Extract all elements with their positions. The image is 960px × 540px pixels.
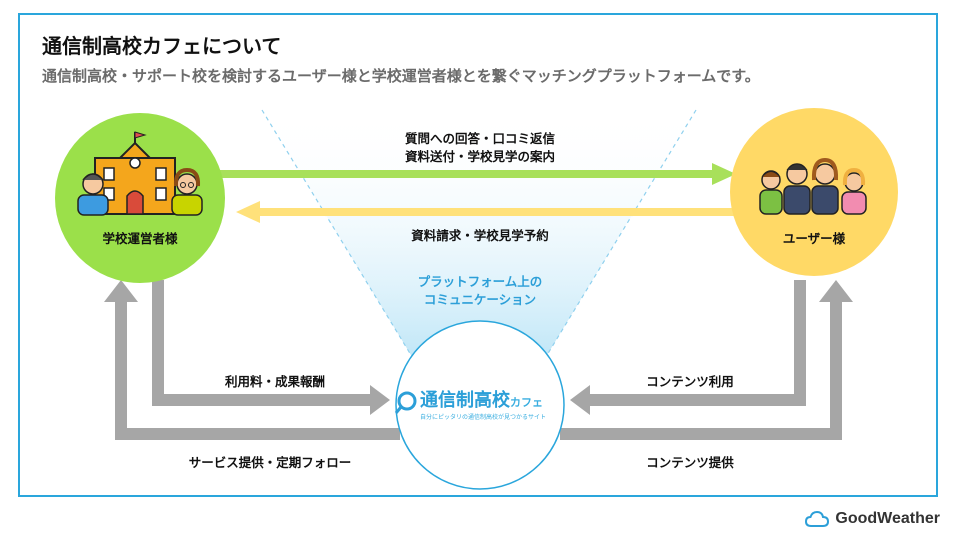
center-logo-text: 通信制高校カフェ xyxy=(420,390,543,411)
school-node-label: 学校運営者様 xyxy=(102,231,178,246)
content-frame xyxy=(18,13,938,497)
user-to-school-label: 資料請求・学校見学予約 xyxy=(411,228,549,243)
teacher-woman-icon xyxy=(171,167,203,216)
funnel-edge-right xyxy=(543,109,697,361)
user-to-center-label: コンテンツ利用 xyxy=(646,374,734,389)
school-building-icon xyxy=(94,131,176,215)
cloud-icon xyxy=(805,510,830,527)
center-node-circle xyxy=(395,320,565,490)
platform-communication-label: プラットフォーム上の コミュニケーション xyxy=(417,274,543,307)
arrow-school-to-center xyxy=(152,280,390,415)
gray-flows xyxy=(104,280,853,440)
center-logo-kana: カフェ xyxy=(510,396,543,409)
users-group-icon xyxy=(759,157,867,215)
arrow-center-to-user xyxy=(560,280,853,440)
arrow-center-to-school xyxy=(104,280,400,440)
brand-logo: GoodWeather xyxy=(805,510,940,528)
arrow-user-to-school xyxy=(236,201,740,223)
funnel-edge-left xyxy=(261,109,415,361)
school-to-center-label: 利用料・成果報酬 xyxy=(224,374,325,389)
teacher-man-icon xyxy=(77,173,109,216)
center-to-school-label: サービス提供・定期フォロー xyxy=(188,455,352,470)
school-to-user-label: 質問への回答・口コミ返信 資料送付・学校見学の案内 xyxy=(404,131,555,164)
magnifier-logo-icon xyxy=(394,391,417,414)
center-logo-tagline: 自分にピッタリの通信制高校が見つかるサイト xyxy=(420,414,547,421)
page-title: 通信制高校カフェについて xyxy=(42,34,282,58)
brand-name: GoodWeather xyxy=(835,510,940,527)
arrow-user-to-center xyxy=(570,280,806,415)
center-to-user-label: コンテンツ提供 xyxy=(646,455,734,470)
arrow-school-to-user xyxy=(220,163,736,185)
page-subtitle: 通信制高校・サポート校を検討するユーザー様と学校運営者様とを繋ぐマッチングプラッ… xyxy=(42,67,760,85)
user-node-label: ユーザー様 xyxy=(782,231,846,246)
